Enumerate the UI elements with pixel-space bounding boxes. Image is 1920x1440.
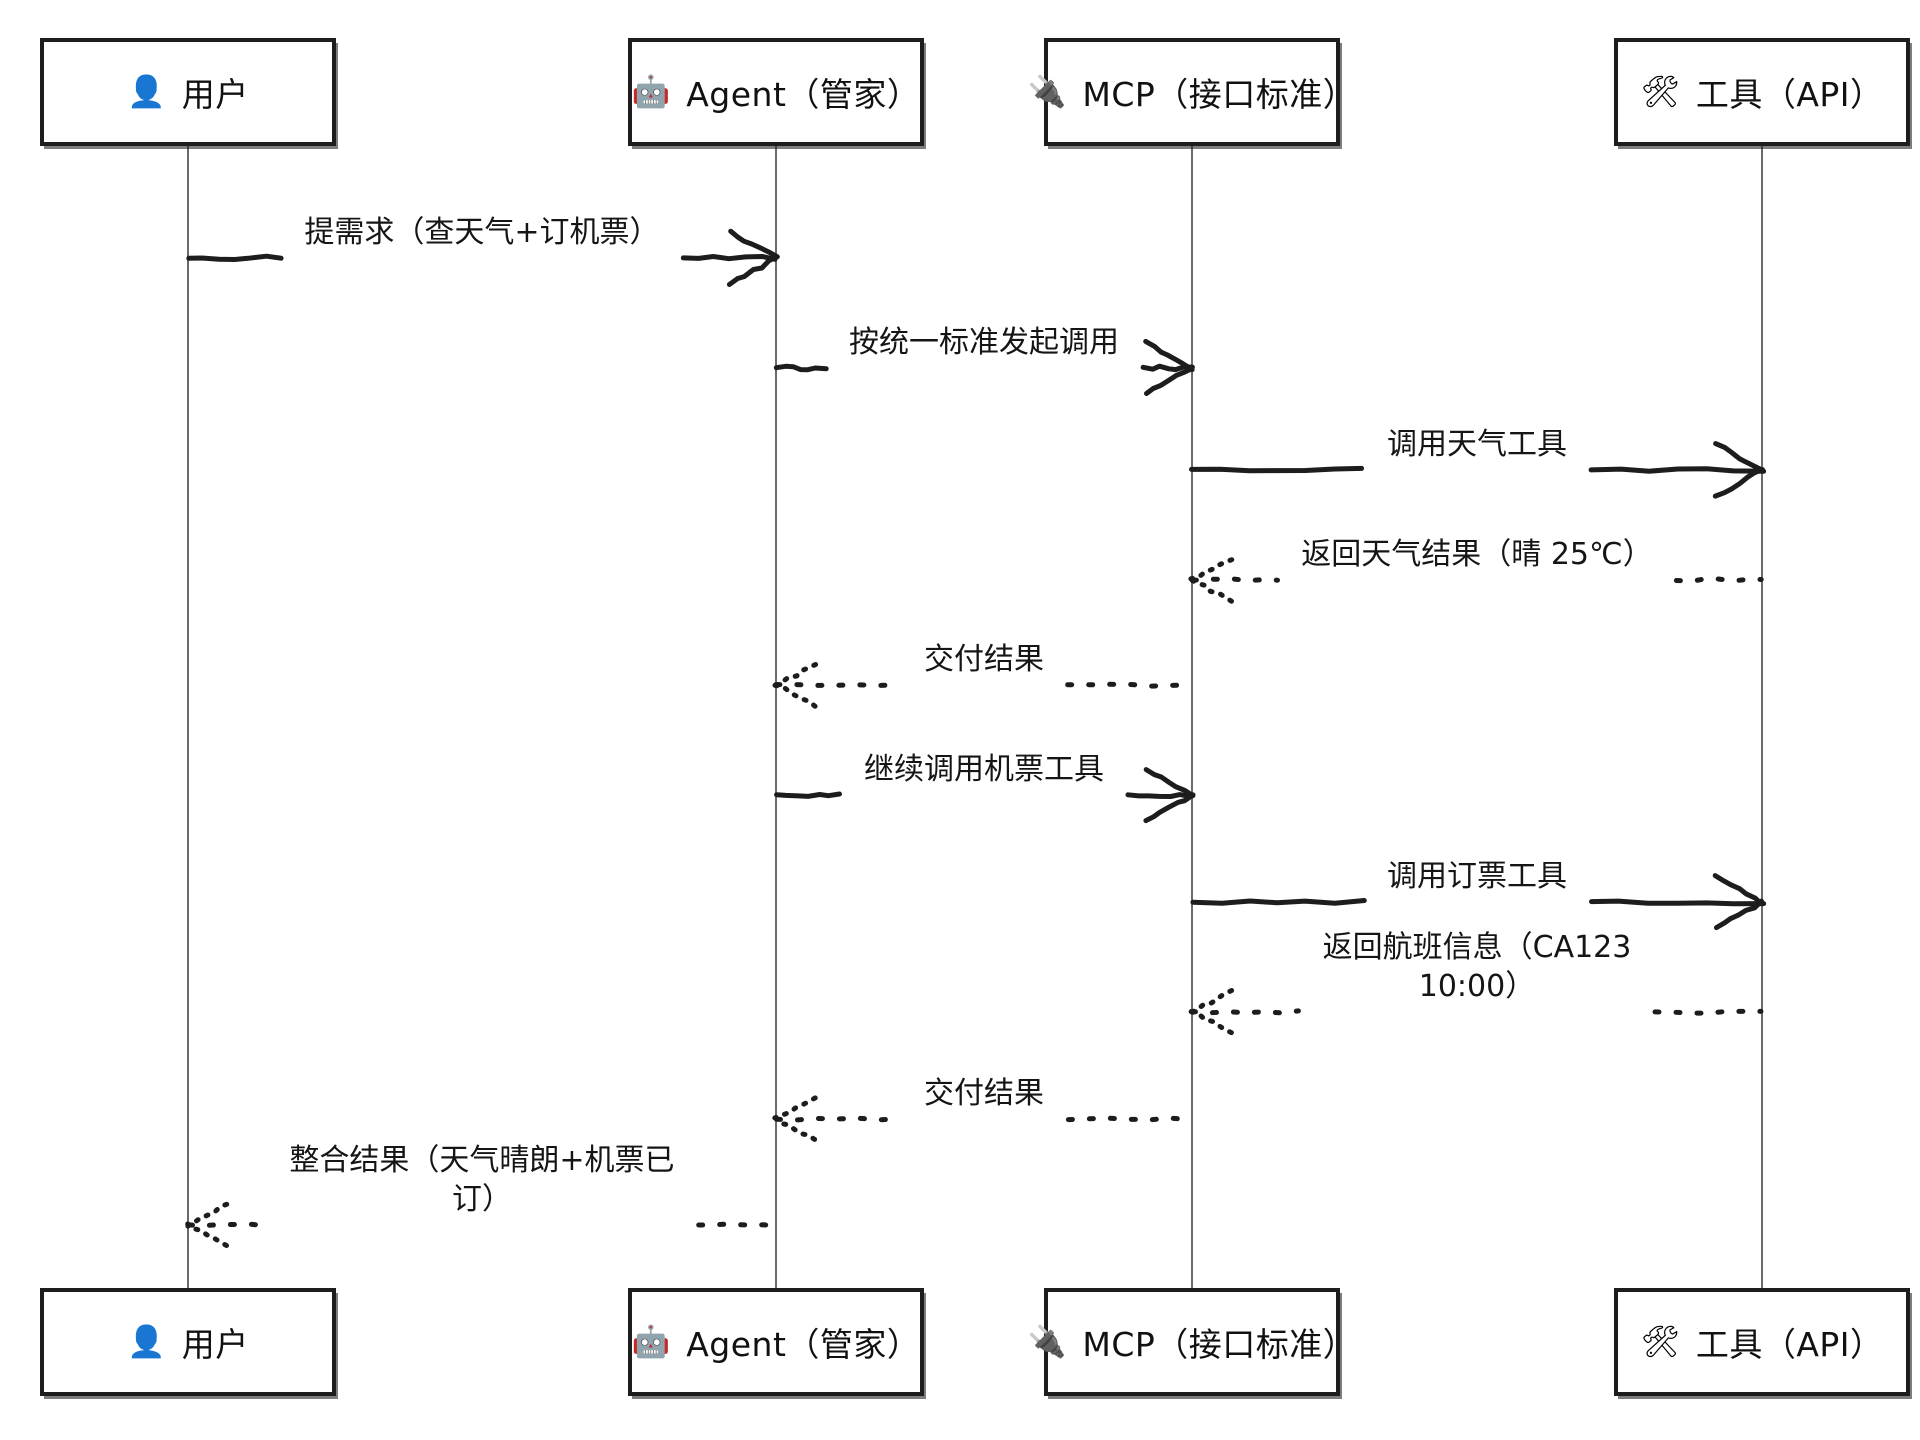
actor-label-mcp: MCP（接口标准） (1082, 75, 1357, 114)
arrowhead-stroke (1713, 898, 1764, 931)
actor-label-tool: 工具（API） (1695, 1325, 1884, 1364)
arrowhead-stroke (1189, 988, 1235, 1015)
actor-content-mcp: 🔌 MCP（接口标准） (1028, 68, 1357, 116)
arrowhead-stroke (774, 1116, 818, 1142)
arrowhead-stroke (1188, 1009, 1234, 1036)
actor-content-mcp: 🔌 MCP（接口标准） (1028, 1318, 1357, 1366)
arrowhead-stroke (728, 228, 780, 260)
arrowhead-stroke (1712, 467, 1765, 499)
actor-box-tool-top[interactable]: 🛠 工具（API） (1614, 38, 1910, 146)
actor-box-tool-bottom[interactable]: 🛠 工具（API） (1614, 1288, 1910, 1396)
message-line-m5-right (1065, 681, 1194, 689)
actor-box-mcp-top[interactable]: 🔌 MCP（接口标准） (1028, 38, 1356, 146)
actor-content-user: 👤 用户 (127, 1318, 249, 1366)
actor-label-user: 用户 (181, 75, 249, 114)
arrowhead-stroke (1190, 578, 1234, 604)
actor-label-tool: 工具（API） (1695, 75, 1884, 114)
actor-box-agent-top[interactable]: 🤖 Agent（管家） (628, 38, 924, 146)
arrowhead-stroke (772, 1095, 818, 1121)
message-line-m4-left (1189, 576, 1280, 584)
tools-icon: 🛠 (1640, 73, 1680, 110)
actor-content-agent: 🤖 Agent（管家） (632, 1318, 921, 1366)
message-line-m5-left (773, 682, 903, 688)
actor-label-agent: Agent（管家） (686, 1325, 921, 1364)
actor-content-user: 👤 用户 (127, 68, 249, 116)
arrowhead-stroke (1713, 441, 1765, 473)
message-line-m2-left (773, 363, 829, 373)
message-line-m3-left (1189, 465, 1365, 474)
actor-box-user-top[interactable]: 👤 用户 (40, 38, 336, 146)
actor-label-agent: Agent（管家） (686, 75, 921, 114)
actor-label-mcp: MCP（接口标准） (1082, 1325, 1357, 1364)
message-line-m7-left (1190, 898, 1367, 906)
user-bust-icon: 👤 (127, 73, 166, 110)
arrowhead-stroke (772, 662, 819, 688)
arrowhead-stroke (1143, 792, 1196, 824)
message-line-m1-right (680, 254, 778, 262)
actor-box-user-bottom[interactable]: 👤 用户 (40, 1288, 336, 1396)
arrowhead-stroke (772, 682, 818, 709)
arrowhead-stroke (1188, 557, 1235, 582)
arrowhead-stroke (1712, 873, 1764, 906)
message-line-m3-right (1588, 466, 1767, 474)
arrowhead-stroke (185, 1221, 229, 1248)
arrowhead-stroke (1143, 767, 1196, 799)
message-line-m1-left (186, 253, 284, 262)
actor-content-tool: 🛠 工具（API） (1640, 1318, 1883, 1366)
arrowhead-stroke (185, 1201, 230, 1229)
message-line-m7-right (1589, 898, 1767, 907)
message-line-m9-left (774, 1115, 903, 1123)
plug-icon: 🔌 (1027, 1323, 1067, 1360)
actor-content-tool: 🛠 工具（API） (1640, 68, 1883, 116)
robot-icon: 🤖 (631, 1323, 671, 1360)
message-line-m10-left (186, 1221, 268, 1229)
arrowhead-stroke (726, 254, 779, 287)
actor-content-agent: 🤖 Agent（管家） (632, 68, 921, 116)
user-bust-icon: 👤 (127, 1323, 166, 1360)
actor-box-mcp-bottom[interactable]: 🔌 MCP（接口标准） (1028, 1288, 1356, 1396)
arrowhead-stroke (1144, 366, 1195, 396)
message-line-m10-right (696, 1221, 778, 1229)
robot-icon: 🤖 (631, 73, 671, 110)
arrowhead-stroke (1143, 338, 1195, 373)
actor-box-agent-bottom[interactable]: 🤖 Agent（管家） (628, 1288, 924, 1396)
message-line-m8-right (1652, 1008, 1764, 1016)
message-line-m4-right (1673, 576, 1764, 584)
tools-icon: 🛠 (1640, 1323, 1680, 1360)
message-line-m6-left (774, 791, 842, 799)
message-line-m8-left (1189, 1008, 1301, 1016)
plug-icon: 🔌 (1027, 73, 1067, 110)
message-line-m9-right (1065, 1115, 1195, 1123)
message-line-m6-right (1125, 792, 1193, 799)
actor-label-user: 用户 (181, 1325, 249, 1364)
